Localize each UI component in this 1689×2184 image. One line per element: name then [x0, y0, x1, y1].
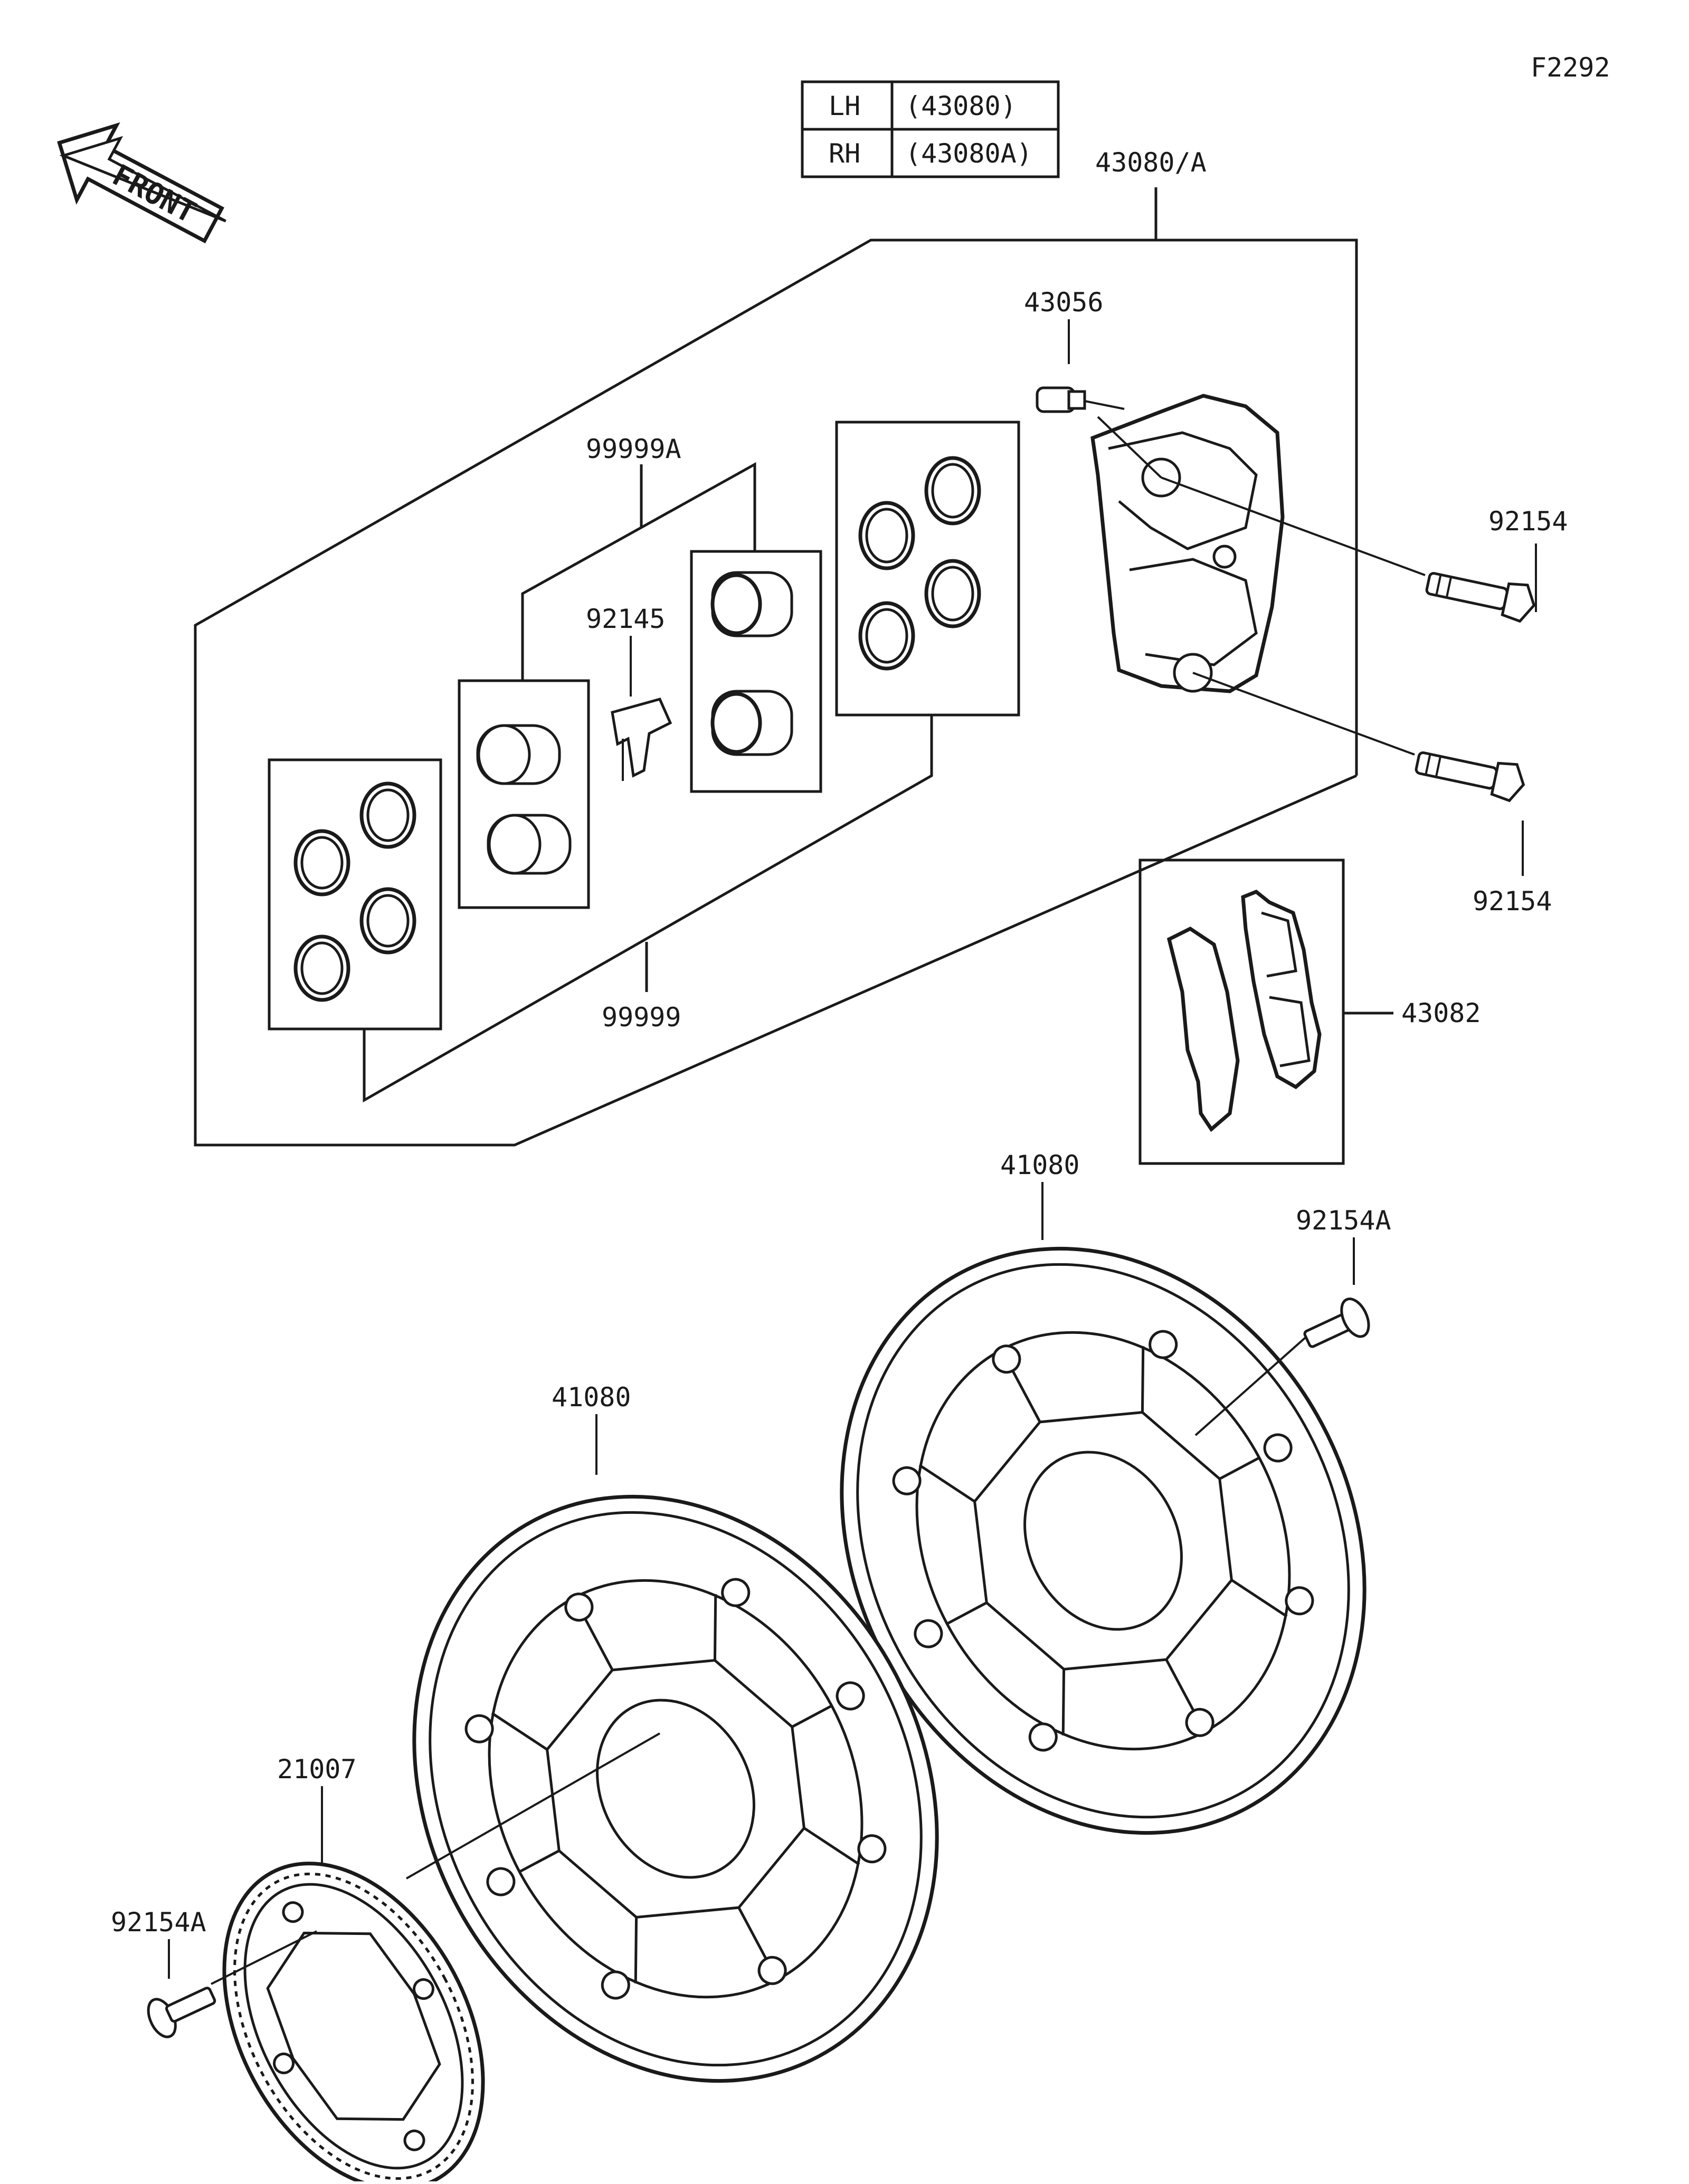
label-pad-spring: 92145 [586, 604, 666, 634]
disc-bolt-left-icon [147, 1987, 216, 2038]
label-bolt-upper: 92154 [1488, 506, 1568, 537]
piston-ring-box [690, 550, 822, 793]
label-disc-bolt-right: 92154A [1296, 1205, 1391, 1236]
side-lh-part: (43080) [905, 91, 1017, 121]
caliper-assy-outline [194, 187, 1358, 1147]
front-arrow-icon: FRONT [57, 122, 226, 244]
label-disc-left: 41080 [552, 1382, 631, 1413]
label-disc-right: 41080 [1000, 1150, 1080, 1180]
caliper-bolt-upper-icon [1425, 571, 1536, 623]
label-abs-rotor: 21007 [277, 1754, 357, 1785]
side-lh: LH [829, 91, 860, 121]
seal-kit-box-left [268, 758, 442, 1031]
side-rh-part: (43080A) [905, 138, 1032, 169]
label-bolt-lower: 92154 [1473, 886, 1552, 917]
disc-bolt-right-icon [1303, 1298, 1370, 1348]
brake-pads-box [1138, 859, 1345, 1165]
label-pads: 43082 [1401, 998, 1481, 1028]
side-rh: RH [829, 138, 860, 169]
pad-spring-icon [611, 698, 672, 781]
brake-disc-right [840, 1246, 1367, 1835]
label-seal-kit-a: 99999A [586, 434, 681, 464]
label-seal-kit: 99999 [602, 1002, 681, 1033]
brake-disc-left [412, 1494, 939, 2083]
side-table: LH (43080) RH (43080A) [801, 80, 1060, 178]
label-caliper-assy: 43080/A [1095, 147, 1207, 178]
front-label: FRONT [107, 158, 201, 231]
label-disc-bolt-left: 92154A [111, 1907, 206, 1938]
figure-code: F2292 [1531, 52, 1610, 83]
caliper-bolt-lower-icon [1415, 751, 1525, 803]
seal-kit-box-right [835, 421, 1020, 717]
bleeder-valve-icon [1036, 386, 1125, 413]
piston-box [458, 679, 590, 909]
label-bleeder: 43056 [1024, 287, 1104, 318]
brake-caliper [1090, 394, 1285, 693]
